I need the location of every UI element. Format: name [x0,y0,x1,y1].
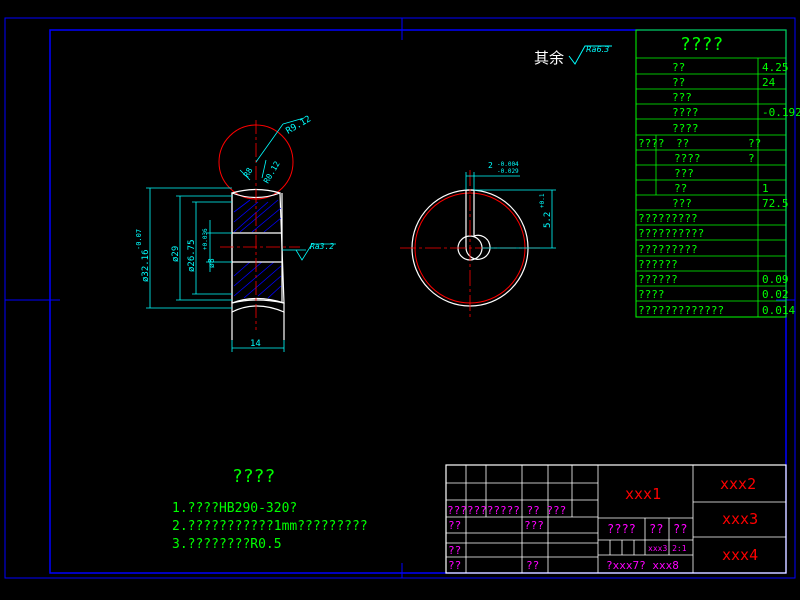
note-line-3: 3.????????R0.5 [172,537,282,552]
notes-title: ???? [232,466,275,487]
title-cell-c: ?? [448,544,461,557]
roughness-symbol-icon [568,45,612,65]
note-line-1: 1.????HB290-320? [172,501,297,516]
param-label: ?????? [638,273,678,286]
param-row: ?????? 0.09 [638,273,789,286]
param-label: ?????????? [638,227,704,240]
dim-dia-29: ø29 [171,246,181,262]
param-sublabel: ?? [674,182,687,195]
param-value: -0.192 [762,106,800,119]
title-scale: xxx3 2:1 [648,544,687,553]
title-row-labels: ??????????? ?? ??? [447,504,566,517]
param-value: ? [748,152,755,165]
param-row: ???? 0.02 [638,288,789,301]
title-name-1: xxx1 [625,485,661,503]
surface-roughness-note: 其余 Ra6.3 [534,45,612,67]
surface-note-prefix: 其余 [534,49,564,67]
param-value: 0.09 [762,273,789,286]
param-label: ???? [638,137,665,150]
param-row: ????? [674,152,755,165]
gear-parameter-table: ??????4.25??24???????-0.192?????????????… [635,29,800,318]
param-sublabel: ?? [676,137,689,150]
param-row: ?? 4.25 [672,61,789,74]
dim-keyway-depth: 5.2 [543,212,553,228]
param-row: ????????????? 0.014 [638,304,795,317]
param-value: ?? [748,137,761,150]
hatch-top [233,199,282,233]
title-block: xxx1 xxx2 xxx3 xxx4 ??????????? ?? ??? ?… [445,464,787,574]
roughness-symbol-icon [295,243,336,261]
dim-bore-dia: ø8 [207,258,216,268]
param-label: ??? [672,91,692,104]
surface-note-roughness: Ra6.3 [586,45,609,54]
title-mid-q1: ?? [649,522,663,536]
dim-keyway-tol-bottom: -0.029 [497,168,519,175]
param-value: 0.02 [762,288,789,301]
param-label: ??? [672,197,692,210]
param-label: ???? [672,122,699,135]
param-row: ?????? [638,258,678,271]
section-view: ø32.16 -0.07 ø29 ø26.75 ø8 +0.036 14 R9.… [135,114,336,352]
param-value: 72.5 [762,197,789,210]
param-value: 24 [762,76,776,89]
front-dimension-lines [465,172,556,249]
title-cell-a: ?? [448,519,461,532]
param-label: ???? [638,288,665,301]
title-name-2: xxx2 [720,475,756,493]
param-sublabel: ???? [674,152,701,165]
hatch-bottom [233,261,282,299]
param-table-title: ???? [680,34,723,55]
dim-keyway-tol-top: -0.004 [497,161,519,168]
param-row: ???????? [638,137,761,150]
title-mid-q2: ?? [673,522,687,536]
param-row: ??? [674,167,694,180]
param-row: ???? [672,122,699,135]
dim-bore-tol: +0.036 [202,228,209,250]
title-name-4: xxx4 [722,546,758,564]
note-line-2: 2.???????????1mm????????? [172,519,368,534]
title-cell-b: ??? [524,519,544,532]
param-row: ?? 24 [672,76,776,89]
param-value: 1 [762,182,769,195]
front-view: 2 -0.004 -0.029 5.2 +0.1 [400,161,556,318]
param-row: ??? [672,91,692,104]
param-row: ?? 1 [674,182,769,195]
param-value: 0.014 [762,304,795,317]
param-label: ????????? [638,243,698,256]
param-row: ????????? [638,243,698,256]
dim-r-outer: R9.12 [285,114,313,136]
title-cell-e: ?? [526,559,539,572]
param-row: ???? -0.192 [672,106,800,119]
dim-width: 14 [250,339,261,349]
param-sublabel: ??? [674,167,694,180]
dim-r-mid: R8 [242,166,255,179]
param-row: ?????????? [638,227,704,240]
dim-dia-2675: ø26.75 [187,239,197,272]
sheet-outer-border [4,17,796,579]
section-dimension-lines [146,117,306,352]
param-label: ?? [672,76,685,89]
section-outline [231,192,285,304]
param-label: ?? [672,61,685,74]
title-name-3: xxx3 [722,510,758,528]
dim-keyway-width: 2 [488,161,493,170]
dim-roughness: Ra3.2 [310,242,334,251]
dim-outer-dia: ø32.16 [141,249,151,282]
param-label: ?????? [638,258,678,271]
param-value: 4.25 [762,61,789,74]
dim-keyway-depth-tol: +0.1 [539,193,546,208]
technical-notes: ???? 1.????HB290-320? 2.???????????1mm??… [172,466,368,552]
title-mid-label: ???? [607,522,636,536]
param-label: ????????? [638,212,698,225]
param-label: ????????????? [638,304,724,317]
param-row: ??? 72.5 [672,197,789,210]
param-label: ???? [672,106,699,119]
param-row: ????????? [638,212,698,225]
title-cell-d: ?? [448,559,461,572]
bore-with-keyway [465,189,491,260]
dim-outer-tol: -0.07 [135,229,143,250]
title-bottom: ?xxx7? xxx8 [606,559,679,572]
